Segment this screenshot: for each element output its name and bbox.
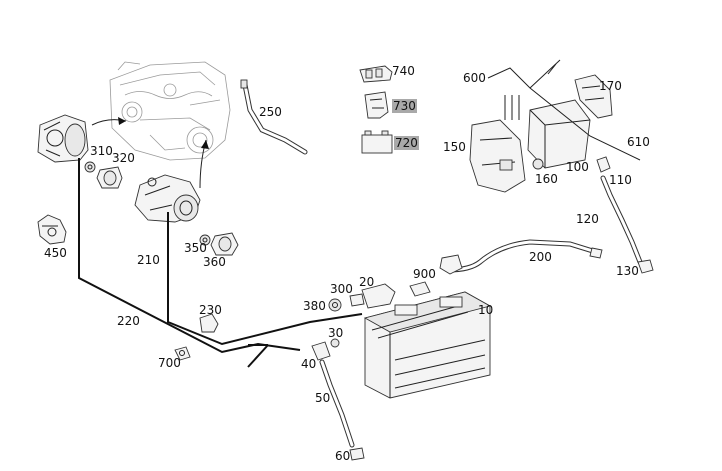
part-350-washer <box>199 234 211 246</box>
label-30: 30 <box>328 326 344 340</box>
label-610: 610 <box>627 135 650 149</box>
battery-box-100 <box>527 99 591 169</box>
part-730-relay <box>364 91 389 119</box>
label-110: 110 <box>609 173 632 187</box>
label-310: 310 <box>90 144 113 158</box>
part-20-cover <box>361 283 396 309</box>
part-720-module <box>361 130 393 154</box>
wire-210 <box>167 212 363 346</box>
label-450: 450 <box>44 246 67 260</box>
part-360-cap <box>210 232 239 256</box>
label-20: 20 <box>359 275 375 289</box>
part-320-cover <box>96 166 123 189</box>
label-160: 160 <box>535 172 558 186</box>
label-130: 130 <box>616 264 639 278</box>
wire-220 <box>78 158 301 354</box>
label-230: 230 <box>199 303 222 317</box>
part-fuse-box-top <box>409 281 431 297</box>
part-300-bolt <box>349 293 365 307</box>
part-130-terminal <box>637 259 654 274</box>
label-100: 100 <box>566 160 589 174</box>
label-50: 50 <box>315 391 331 405</box>
label-210: 210 <box>137 253 160 267</box>
battery-10 <box>363 291 492 399</box>
part-380-nut <box>328 298 342 312</box>
part-30-screw <box>330 338 340 348</box>
part-40-connector <box>311 341 331 361</box>
part-170-bracket <box>574 74 613 119</box>
label-120: 120 <box>576 212 599 226</box>
label-720: 720 <box>394 136 419 150</box>
wire-branch <box>247 344 269 368</box>
label-250: 250 <box>259 105 282 119</box>
part-200-cable <box>445 239 603 273</box>
engine-illustration <box>109 61 231 161</box>
part-120-cable <box>600 175 643 265</box>
starter-motor <box>134 174 201 223</box>
part-60-plug <box>349 447 365 461</box>
label-320: 320 <box>112 151 135 165</box>
part-700-grommet <box>174 346 191 361</box>
label-200: 200 <box>529 250 552 264</box>
label-360: 360 <box>203 255 226 269</box>
part-900-clamp <box>439 254 463 275</box>
alternator <box>37 114 89 163</box>
label-740: 740 <box>392 64 415 78</box>
part-740-connector <box>359 65 393 83</box>
part-450-bracket <box>37 214 67 245</box>
part-310-nut <box>84 161 96 173</box>
part-230-clip <box>199 313 219 333</box>
part-250-cable <box>240 79 308 155</box>
label-10: 10 <box>478 303 494 317</box>
label-730: 730 <box>392 99 417 113</box>
label-300: 300 <box>330 282 353 296</box>
label-60: 60 <box>335 449 351 463</box>
leader-600-diagonal <box>529 59 561 89</box>
part-110-plug <box>596 156 611 173</box>
label-900: 900 <box>413 267 436 281</box>
label-700: 700 <box>158 356 181 370</box>
label-40: 40 <box>301 357 317 371</box>
leader-600-vertical <box>504 95 520 120</box>
label-380: 380 <box>303 299 326 313</box>
label-350: 350 <box>184 241 207 255</box>
label-170: 170 <box>599 79 622 93</box>
label-150: 150 <box>443 140 466 154</box>
label-600: 600 <box>463 71 486 85</box>
label-220: 220 <box>117 314 140 328</box>
battery-tray-150 <box>469 119 526 193</box>
part-160-clip <box>532 158 544 170</box>
part-50-vent-hose <box>319 359 355 448</box>
